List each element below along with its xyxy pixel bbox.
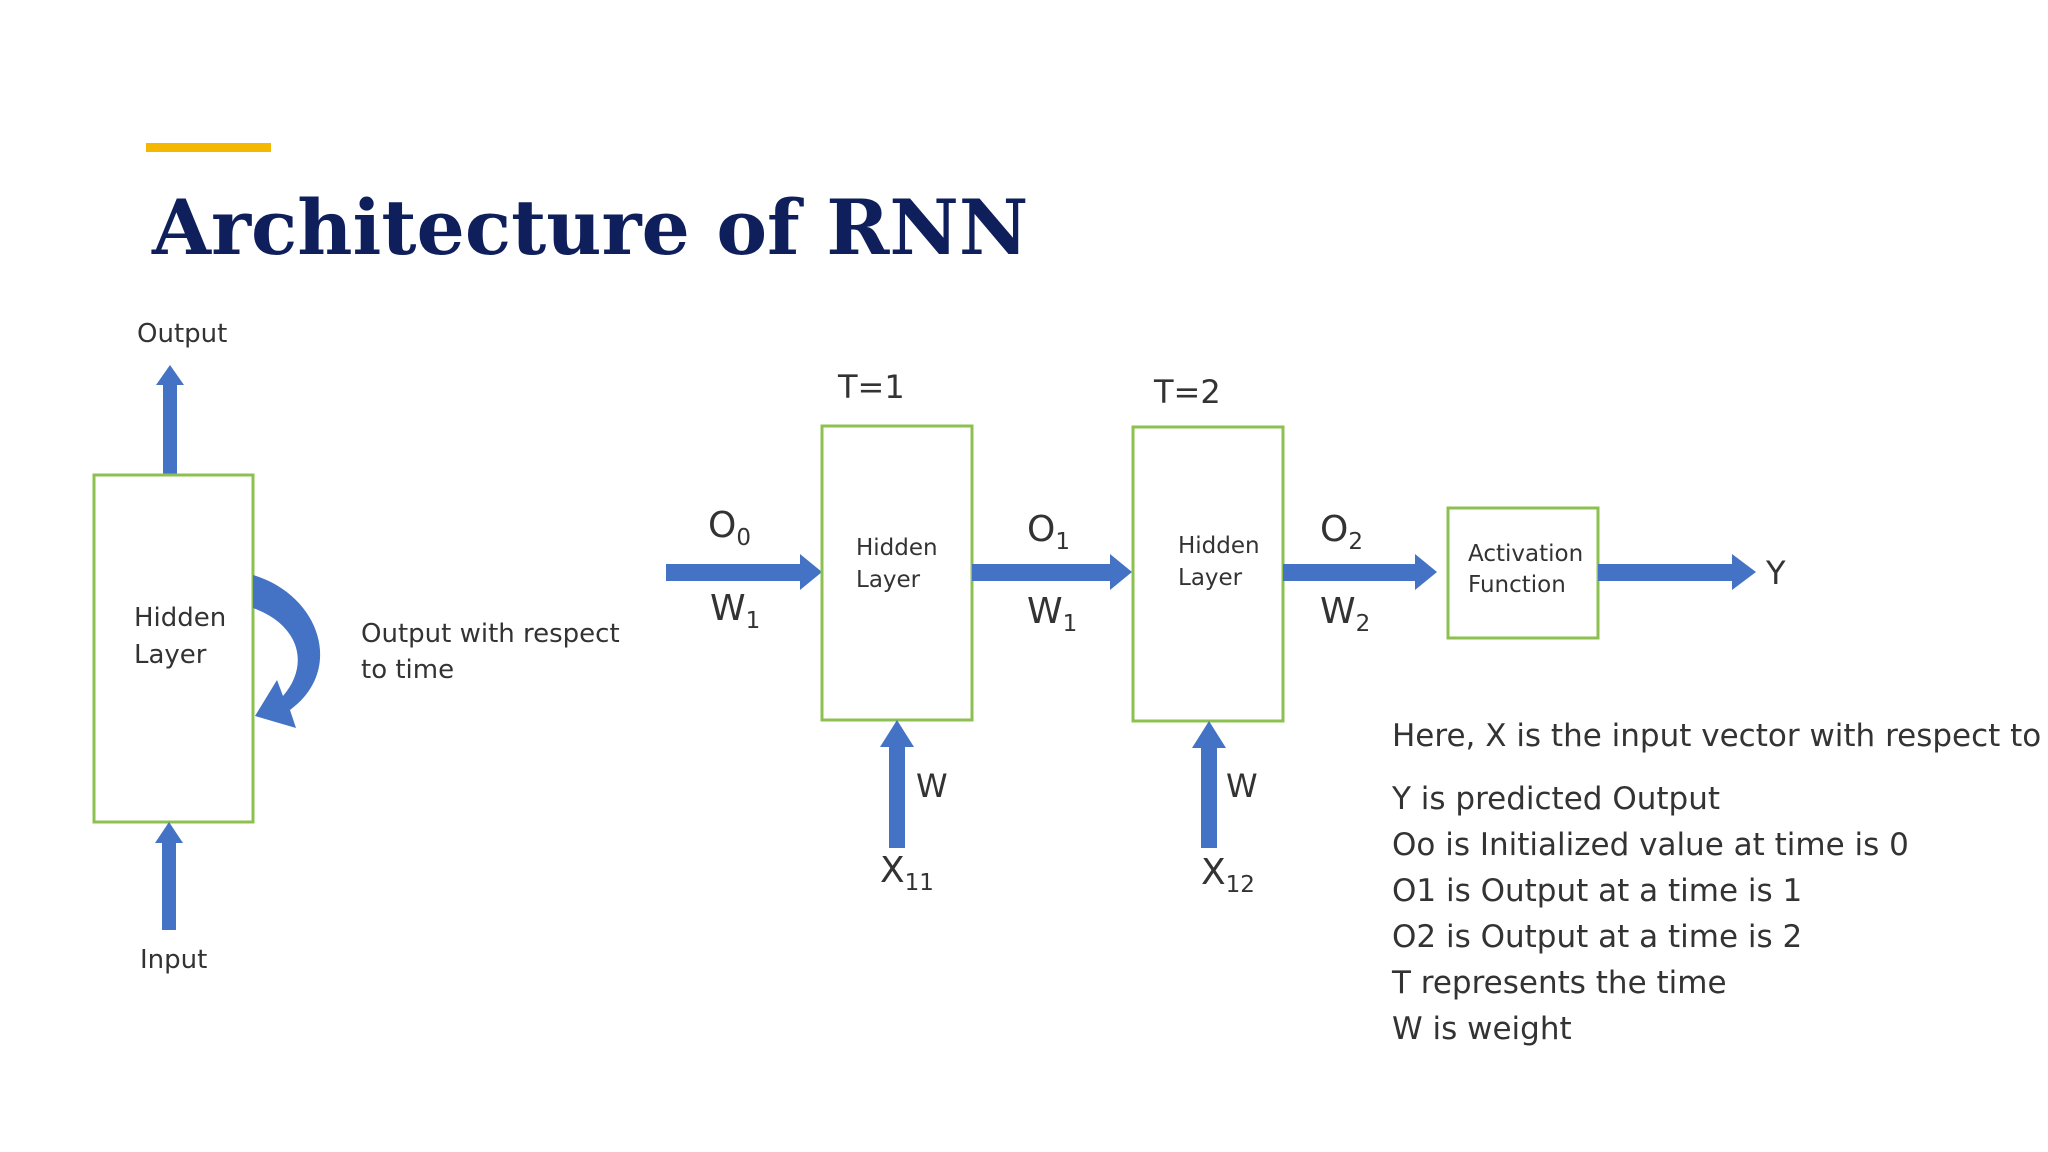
recurrent-loop-arrow <box>253 575 321 728</box>
notes-line: Y is predicted Output <box>1392 781 1720 817</box>
output-label: Output <box>137 319 227 349</box>
hidden-layer-box <box>92 473 255 824</box>
w-x11-label: W <box>916 767 948 805</box>
notes-line: Oo is Initialized value at time is 0 <box>1392 827 1909 863</box>
activation-line1: Activation <box>1468 541 1583 567</box>
input-label: Input <box>140 945 207 975</box>
o2-arrow <box>1283 554 1437 590</box>
hidden-layer-2-line2: Layer <box>1178 565 1243 591</box>
y-arrow <box>1598 554 1756 590</box>
output-arrow <box>156 365 184 475</box>
hidden-layer-1-line1: Hidden <box>856 535 938 561</box>
loop-label-line2: to time <box>361 655 454 685</box>
hidden-layer-2-line1: Hidden <box>1178 533 1260 559</box>
x12-label: X12 <box>1201 852 1255 898</box>
unrolled-rnn: T=1 T=2 O0 W1 Hidden Layer O1 W1 Hidden … <box>666 368 1786 898</box>
t2-label: T=2 <box>1153 373 1221 411</box>
o0-arrow <box>666 554 822 590</box>
w-x12-label: W <box>1226 767 1258 805</box>
o1-arrow <box>972 554 1132 590</box>
accent-bar <box>146 143 271 152</box>
notes-line: O1 is Output at a time is 1 <box>1392 873 1803 909</box>
hidden-layer-label-line1: Hidden <box>134 603 226 633</box>
hidden-layer-label-line2: Layer <box>134 640 207 670</box>
notes-line: T represents the time <box>1392 965 1727 1001</box>
t1-label: T=1 <box>837 368 905 406</box>
activation-line2: Function <box>1468 572 1566 598</box>
y-label: Y <box>1765 554 1786 592</box>
activation-function-box <box>1446 506 1600 640</box>
w-out-label: W2 <box>1320 591 1370 637</box>
notes-intro: Here, X is the input vector with respect… <box>1392 718 2048 754</box>
x11-label: X11 <box>880 850 934 896</box>
x11-arrow <box>880 720 914 848</box>
x12-arrow <box>1192 721 1226 848</box>
loop-label-line1: Output with respect <box>361 619 620 649</box>
hidden-layer-2-box <box>1131 425 1285 723</box>
legend-notes: Here, X is the input vector with respect… <box>1392 718 2048 1052</box>
notes-line: W is weight <box>1392 1011 1572 1047</box>
folded-rnn: Output Hidden Layer Output with respect … <box>92 319 620 975</box>
o0-label: O0 <box>708 505 751 551</box>
slide-title: Architecture of RNN <box>152 183 1029 272</box>
w-in-label: W1 <box>710 588 760 634</box>
notes-line: O2 is Output at a time is 2 <box>1392 919 1803 955</box>
w-mid-label: W1 <box>1027 591 1077 637</box>
o2-label: O2 <box>1320 509 1363 555</box>
input-arrow <box>155 822 183 930</box>
hidden-layer-1-line2: Layer <box>856 567 921 593</box>
o1-label: O1 <box>1027 509 1070 555</box>
